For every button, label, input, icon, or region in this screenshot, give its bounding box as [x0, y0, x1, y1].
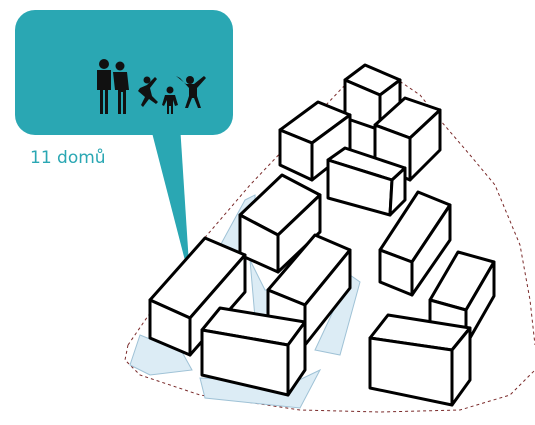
- building-4: [326, 146, 407, 217]
- building-10: [368, 313, 472, 407]
- building-6: [378, 190, 452, 297]
- building-5: [238, 173, 322, 274]
- family-silhouette-icon: [97, 59, 206, 114]
- building-11: [200, 306, 307, 397]
- callout-label: 11 domů: [30, 148, 106, 168]
- callout-pointer: [150, 125, 190, 280]
- building-3: [278, 100, 352, 182]
- site-boundary-bottom: [124, 344, 535, 413]
- buildings: [148, 63, 496, 407]
- site-boundary: [127, 77, 535, 346]
- callout: [15, 10, 233, 280]
